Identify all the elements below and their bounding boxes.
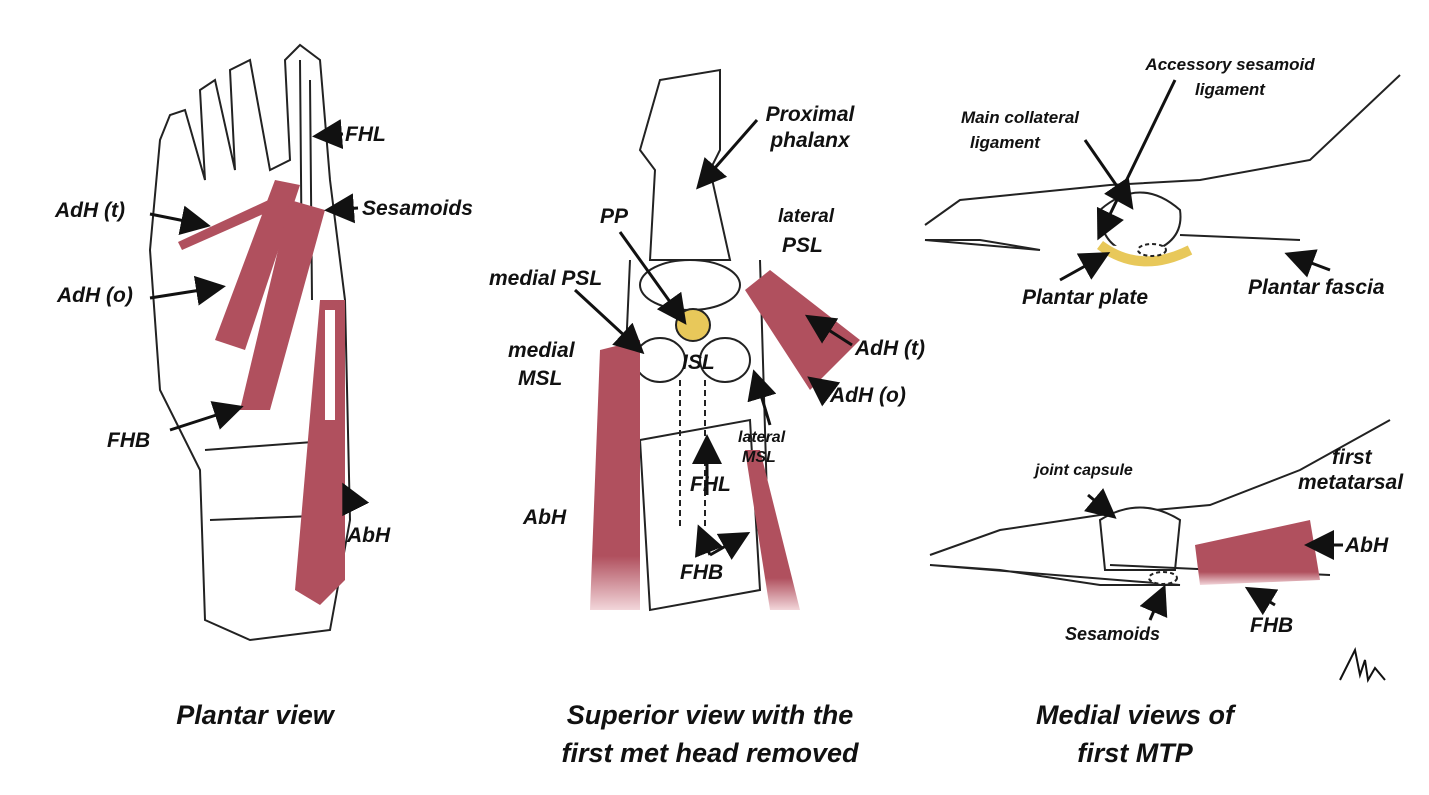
caption-superior-line1: Superior view with the bbox=[566, 700, 854, 730]
label-superior-adh-o: AdH (o) bbox=[830, 384, 906, 407]
caption-superior-line2: first met head removed bbox=[561, 738, 859, 768]
label-superior-abh: AbH bbox=[523, 506, 567, 529]
label-first: first bbox=[1332, 446, 1372, 469]
label-isl: ISL bbox=[682, 351, 715, 374]
label-plantar-fhl: FHL bbox=[345, 123, 386, 146]
medial-abh-fhb-muscle bbox=[1195, 520, 1320, 585]
label-plantar-sesamoids: Sesamoids bbox=[362, 197, 473, 220]
label-medial-fhb: FHB bbox=[1250, 614, 1294, 637]
label-plantar-adh-o: AdH (o) bbox=[57, 284, 133, 307]
label-lateral-msl-1: lateral bbox=[738, 429, 786, 446]
label-medial-abh: AbH bbox=[1345, 534, 1389, 557]
superior-muscles bbox=[590, 270, 860, 610]
label-main-collateral-1: Main collateral bbox=[960, 108, 1080, 127]
leader-arrows bbox=[149, 79, 1343, 621]
label-proximal: Proximal bbox=[765, 103, 855, 126]
caption-medial-line2: first MTP bbox=[1077, 738, 1193, 768]
label-superior-adh-t: AdH (t) bbox=[855, 337, 925, 360]
superior-view-drawing bbox=[614, 68, 771, 612]
label-accessory-2: ligament bbox=[1195, 80, 1265, 99]
label-joint-capsule: joint capsule bbox=[1035, 462, 1133, 479]
label-plantar-adh-t: AdH (t) bbox=[55, 199, 125, 222]
signature-mark bbox=[1339, 646, 1386, 683]
label-phalanx: phalanx bbox=[770, 129, 850, 152]
label-plantar-fascia: Plantar fascia bbox=[1248, 276, 1385, 299]
plantar-muscles bbox=[178, 180, 345, 605]
caption-plantar-view: Plantar view bbox=[176, 700, 334, 730]
label-plantar-abh: AbH bbox=[347, 524, 391, 547]
label-plantar-plate: Plantar plate bbox=[1022, 286, 1149, 309]
label-metatarsal: metatarsal bbox=[1298, 471, 1404, 494]
label-superior-fhl: FHL bbox=[690, 473, 731, 496]
label-lateral-psl: PSL bbox=[782, 234, 823, 257]
label-medial-sesamoids: Sesamoids bbox=[1065, 624, 1161, 644]
label-pp: PP bbox=[600, 205, 629, 228]
caption-medial-line1: Medial views of bbox=[1035, 700, 1235, 730]
label-plantar-fhb: FHB bbox=[107, 429, 151, 452]
label-superior-fhb: FHB bbox=[680, 561, 724, 584]
label-lateral-msl-2: MSL bbox=[742, 449, 776, 466]
label-medial-psl: medial PSL bbox=[489, 267, 603, 290]
label-main-collateral-2: ligament bbox=[970, 133, 1040, 152]
label-lateral: lateral bbox=[778, 206, 834, 227]
label-accessory-1: Accessory sesamoid bbox=[1145, 55, 1315, 74]
label-medial: medial bbox=[508, 339, 575, 362]
label-medial-msl: MSL bbox=[518, 367, 563, 390]
